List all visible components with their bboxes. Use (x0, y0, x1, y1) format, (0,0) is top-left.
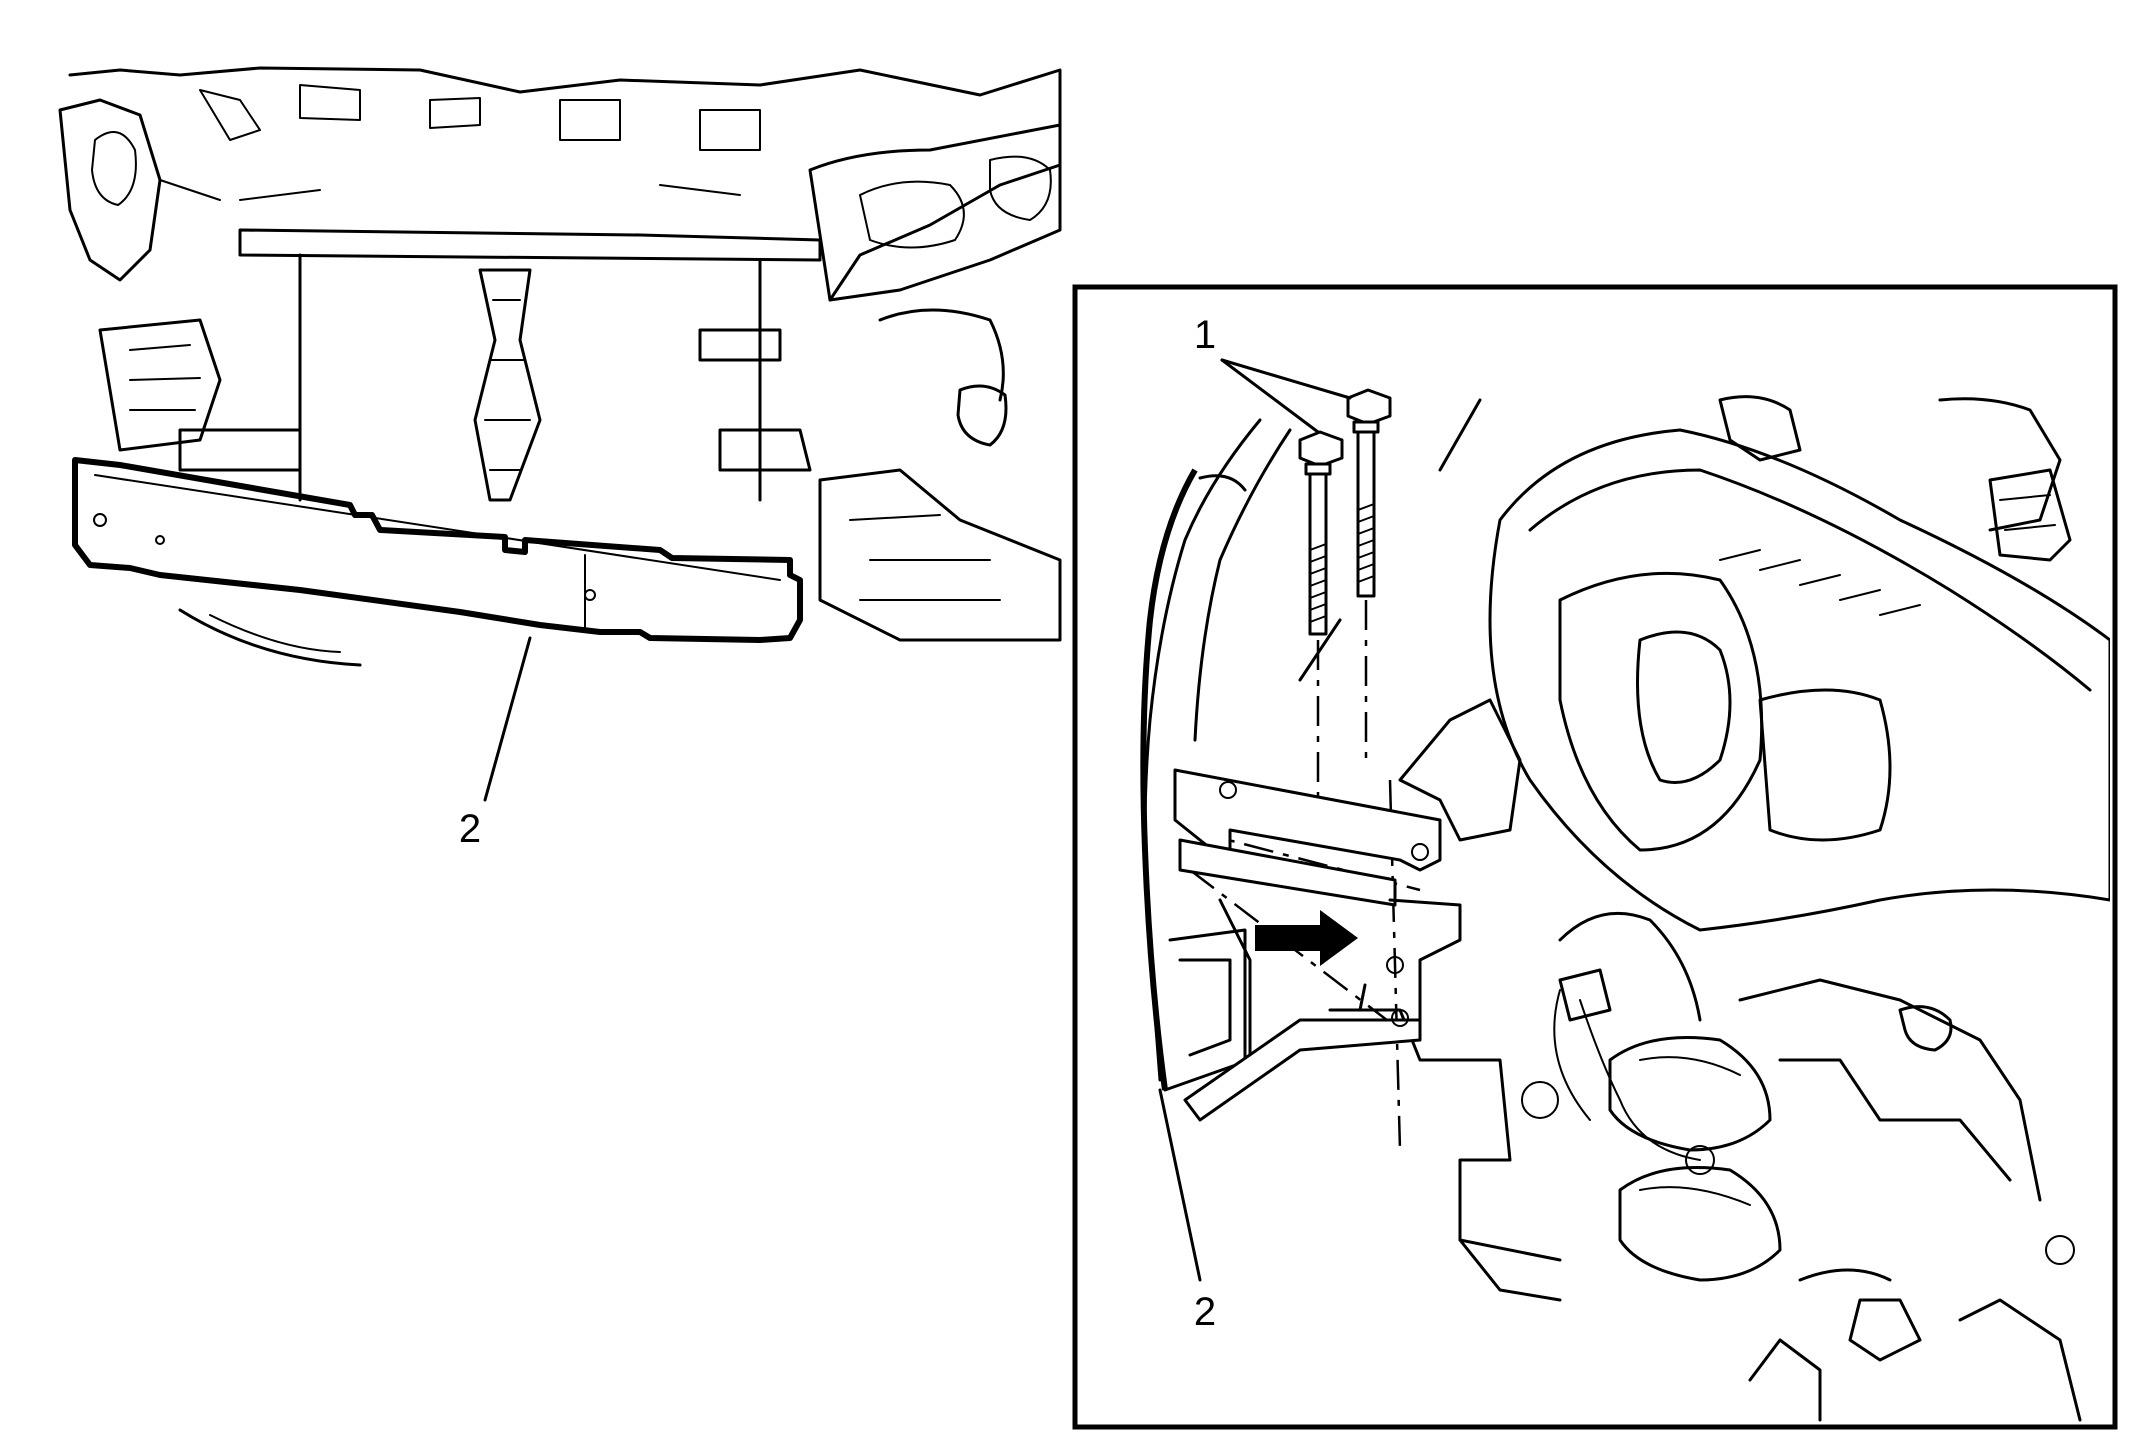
leader-line-2 (483, 636, 532, 802)
callout-2-detail-label: 2 (1194, 1290, 1216, 1334)
detail-view: 1 2 (1072, 284, 2118, 1430)
detail-callouts: 1 2 (1158, 313, 1352, 1334)
main-view: 2 (58, 66, 1062, 851)
air-deflector-part-2-detail (1140, 468, 1462, 1122)
front-end-structure (58, 66, 1062, 667)
callout-2-label: 2 (459, 807, 481, 851)
air-deflector-part-2 (72, 457, 803, 643)
direction-arrow (1255, 910, 1358, 966)
detail-view-content (1143, 395, 2110, 1422)
callout-1-label: 1 (1194, 313, 1216, 357)
bolt-1-right (1346, 388, 1392, 598)
bolt-1-left (1298, 430, 1344, 636)
